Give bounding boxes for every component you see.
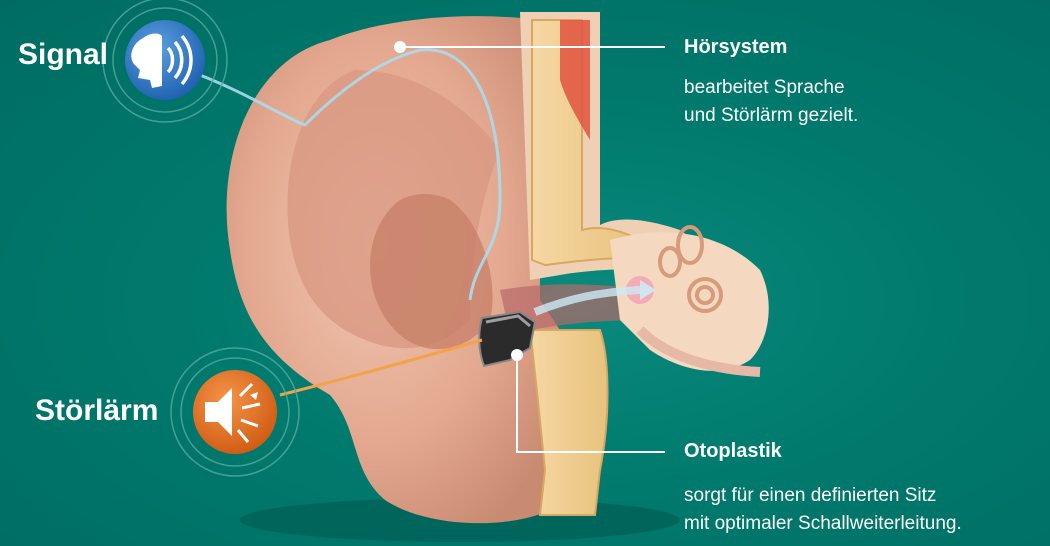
hoersystem-title: Hörsystem (684, 36, 787, 59)
otoplastik-line-1: sorgt für einen definierten Sitz (684, 482, 962, 510)
otoplastik-title: Otoplastik (684, 440, 782, 463)
hoersystem-line-1: bearbeitet Sprache (684, 74, 858, 102)
signal-label: Signal (18, 38, 108, 72)
otoplastik-description: sorgt für einen definierten Sitz mit opt… (684, 482, 962, 538)
hoersystem-description: bearbeitet Sprache und Störlärm gezielt. (684, 74, 858, 130)
stoerlaerm-label: Störlärm (35, 394, 158, 428)
stoerlaerm-icon (171, 348, 299, 476)
otoplastik-line-2: mit optimaler Schallweiterleitung. (684, 510, 962, 538)
hoersystem-line-2: und Störlärm gezielt. (684, 102, 858, 130)
signal-icon (103, 0, 227, 122)
